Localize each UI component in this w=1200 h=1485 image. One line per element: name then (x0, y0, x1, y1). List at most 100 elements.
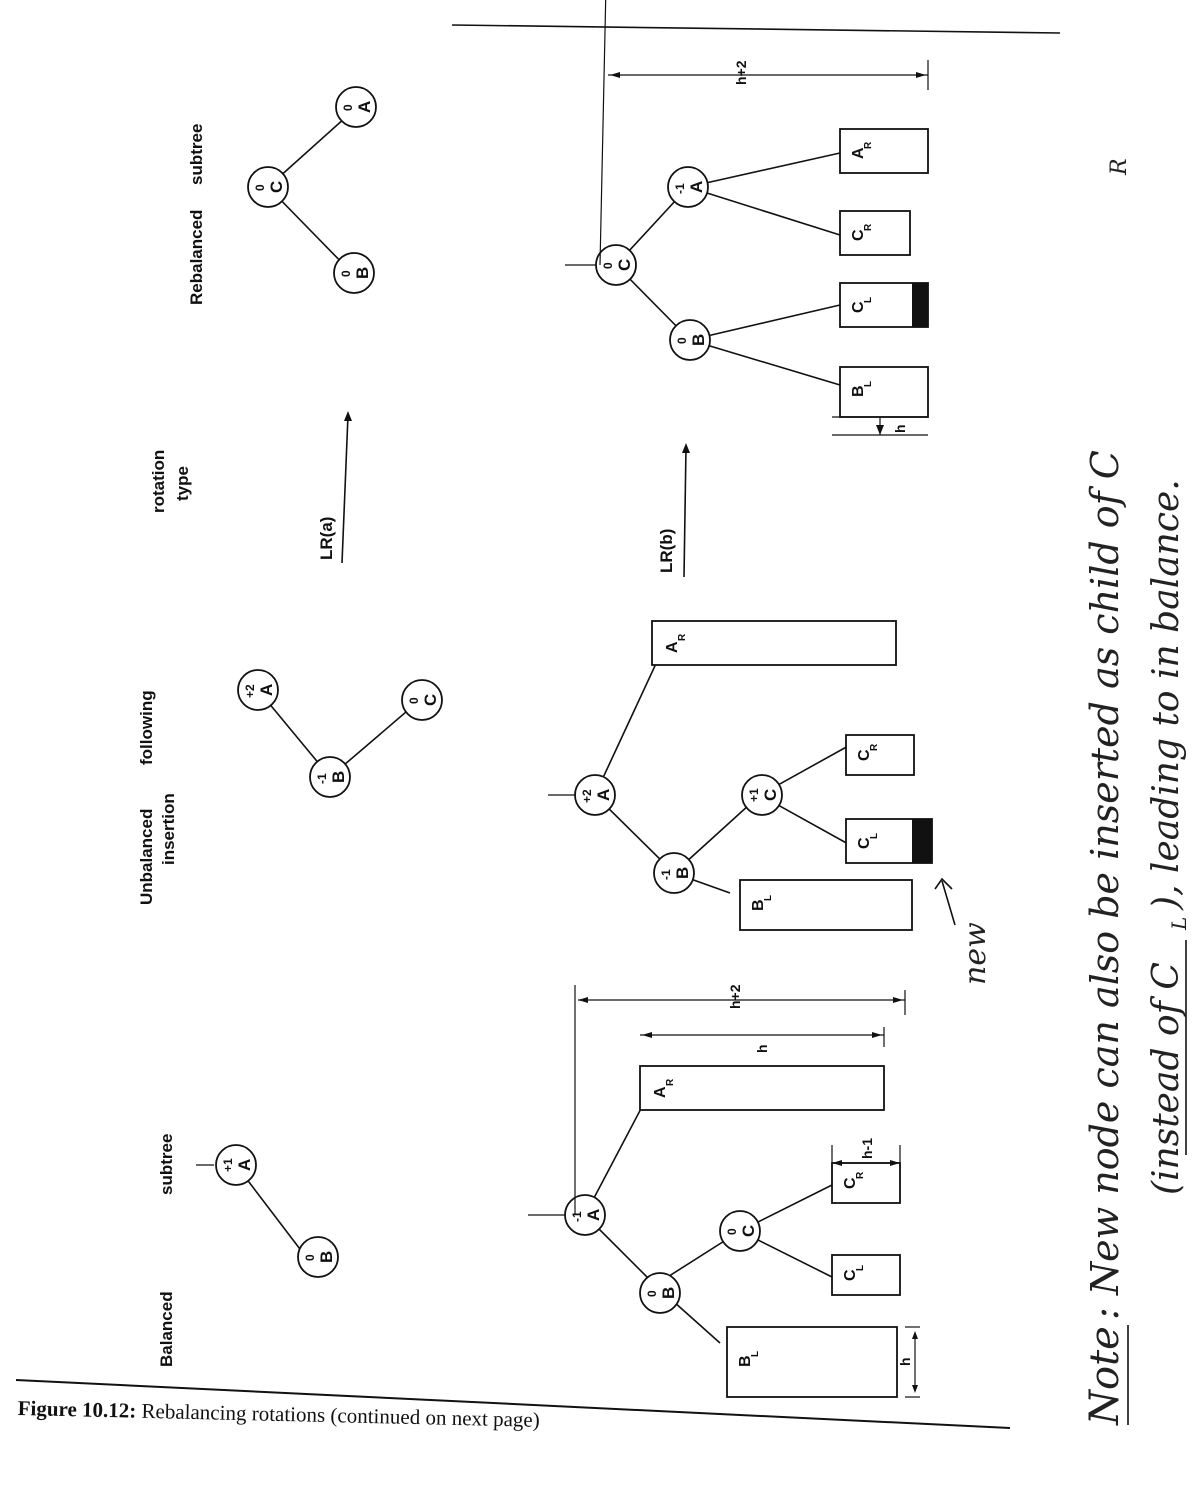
edge-a-ar (584, 1102, 645, 1216)
edge-a-ar (594, 654, 661, 796)
header-balanced-word2: subtree (157, 1134, 176, 1195)
node-a-label: A (687, 181, 706, 193)
node-a (335, 86, 377, 128)
subtree-ar-label: A (664, 641, 681, 653)
subtree-ar-sub: R (677, 633, 688, 641)
node-b-label: B (689, 334, 708, 346)
edge-b-cl (689, 304, 841, 341)
node-a-balance: 0 (341, 104, 355, 111)
subtree-ar-label: A (652, 1086, 669, 1098)
small-unbalanced-tree: +2 A -1 B 0 C (237, 669, 443, 798)
subtree-ar-label: A (850, 147, 867, 159)
subtree-cr-label: C (842, 1177, 859, 1189)
node-b (639, 1272, 681, 1314)
node-b (297, 1236, 339, 1278)
note-line1: : New node can also be inserted as child… (1083, 450, 1127, 1320)
node-c (401, 679, 443, 721)
subtree-bl-sub: L (863, 381, 874, 387)
full-balanced-tree: -1 A 0 B 0 C B L C L C R A R (528, 984, 920, 1398)
subtree-cr-label: C (856, 749, 873, 761)
full-rebalanced-tree: 0 C 0 B -1 A B L C L C R A R (565, 0, 929, 436)
node-b-balance: 0 (675, 337, 689, 344)
caption-label: Figure 10.12: (17, 1396, 137, 1423)
node-b-label: B (353, 267, 372, 279)
subtree-ar (839, 128, 929, 174)
node-a-label: A (584, 1209, 603, 1221)
node-a-label: A (257, 684, 276, 696)
node-c-balance: +1 (747, 788, 761, 802)
node-a (667, 166, 709, 208)
node-b-balance: -1 (659, 869, 673, 880)
subtree-cl-sub: L (869, 833, 880, 839)
header-balanced-word1: Balanced (157, 1291, 176, 1367)
subtree-bl (726, 1326, 898, 1398)
dim-h-minus-1: h-1 (831, 1138, 901, 1185)
node-a (215, 1144, 257, 1186)
dim-h-minus-1-label: h-1 (859, 1138, 875, 1159)
node-c-balance: 0 (407, 697, 421, 704)
rotation-lra-arrowhead (344, 411, 352, 421)
node-b-balance: 0 (645, 1290, 659, 1297)
subtree-cl (831, 1254, 901, 1296)
node-c-label: C (739, 1225, 758, 1237)
node-b-label: B (317, 1251, 336, 1263)
node-c-label: C (267, 181, 286, 193)
subtree-ar (639, 1065, 885, 1111)
note-line2-rest: ), leading to in balance. (1146, 479, 1187, 911)
node-c-balance: 0 (725, 1228, 739, 1235)
rotation-lrb-arrowhead (682, 443, 690, 453)
header-unbalanced-word1: Unbalanced (137, 809, 156, 905)
node-b (333, 252, 375, 294)
handwritten-note: Note : New node can also be inserted as … (1082, 158, 1191, 1426)
node-c (247, 166, 289, 208)
subtree-cl-label: C (856, 837, 873, 849)
new-node-marker (912, 819, 932, 863)
note-line2-open: (instead of C (1146, 962, 1187, 1195)
subtree-cr-sub: R (855, 1171, 866, 1179)
node-b (309, 756, 351, 798)
node-a-balance: -1 (673, 183, 687, 194)
subtree-ar-sub: R (665, 1078, 676, 1086)
subtree-bl-sub: L (750, 1351, 761, 1357)
subtree-bl-label: B (750, 899, 767, 911)
subtree-cr-sub: R (863, 223, 874, 231)
node-c-balance: 0 (253, 184, 267, 191)
top-rule (451, 24, 1061, 34)
subtree-bl-label: B (737, 1355, 754, 1367)
subtree-cr-sub: R (869, 743, 880, 751)
dim-h-bottom-label: h (897, 1357, 913, 1366)
rotation-lra: LR(a) (317, 411, 352, 564)
node-b-balance: -1 (315, 773, 329, 784)
node-a-label: A (594, 789, 613, 801)
dim-h-right: h (832, 416, 928, 436)
small-rebalanced-tree: 0 C 0 B 0 A (247, 86, 377, 294)
node-c (595, 244, 637, 286)
subtree-cl-sub: L (863, 297, 874, 303)
subtree-bl-sub: L (763, 895, 774, 901)
node-c-label: C (615, 259, 634, 271)
dim-h-right-label: h (892, 424, 908, 433)
node-c-label: C (421, 694, 440, 706)
note-line2-sub: L (1167, 917, 1191, 931)
dim-h-plus-2-left: h+2 (574, 984, 906, 1215)
subtree-cr (845, 734, 915, 776)
node-c (719, 1210, 761, 1252)
subtree-cl-label: C (842, 1269, 859, 1281)
header-unbalanced-word3: insertion (159, 793, 178, 865)
subtree-cl-sub: L (855, 1265, 866, 1271)
node-b-label: B (673, 867, 692, 879)
node-a (237, 669, 279, 711)
rotation-lrb: LR(b) (657, 443, 690, 578)
node-b-balance: 0 (339, 270, 353, 277)
rotation-lra-label: LR(a) (317, 517, 336, 560)
node-c (741, 774, 783, 816)
header-unbalanced-word2: following (137, 690, 156, 765)
node-b-label: B (329, 771, 348, 783)
dim-h-ar: h (640, 1027, 885, 1053)
header-rebalanced-word1: Rebalanced (187, 210, 206, 305)
node-a (574, 774, 616, 816)
new-arrow: new (934, 877, 993, 985)
header-rebalanced: Rebalanced subtree (187, 124, 206, 305)
